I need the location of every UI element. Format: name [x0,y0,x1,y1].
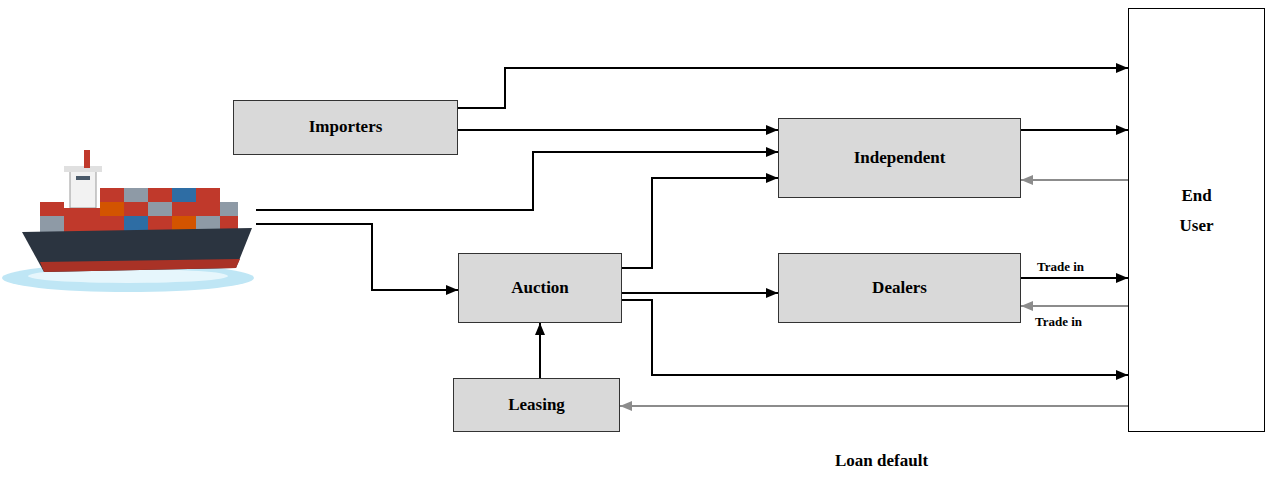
flow-arrow [622,178,778,268]
process-box: Leasing [453,378,620,432]
edge-label: Trade in [1035,259,1086,275]
flow-arrow [458,68,1128,108]
process-box: Importers [233,100,458,155]
note-label: Loan default [822,441,1028,479]
edge-label: Trade in [1033,314,1084,330]
ship-bridge-top [64,166,102,172]
process-box: End User [1128,8,1265,432]
ship-flow-line [256,152,778,210]
containers [40,188,238,232]
flow-arrow [539,323,541,378]
process-box: Independent [778,118,1021,198]
box-label: End User [1166,181,1228,241]
box-label: Dealers [872,277,927,299]
box-label: Leasing [508,394,565,416]
box-label: Independent [854,147,946,169]
flow-arrow [1021,305,1128,307]
flow-arrow [1021,277,1128,279]
flow-arrow [458,129,778,131]
ship-window [76,176,90,180]
process-box: Dealers [778,253,1021,323]
ship-hull [22,228,252,272]
process-box: Auction [458,253,622,323]
ship-funnel [84,150,90,168]
flow-arrow [620,405,1128,407]
ship-bridge [70,168,96,208]
ship-flow-line [256,224,458,290]
box-label: Importers [309,116,383,138]
box-label: Auction [511,277,569,299]
ship-hull-stripe [40,259,240,272]
flow-arrow [1021,179,1128,181]
flow-arrow [622,292,778,294]
flow-arrow [1021,129,1128,131]
ship-illustration [2,150,254,292]
flow-arrow [622,300,1128,375]
